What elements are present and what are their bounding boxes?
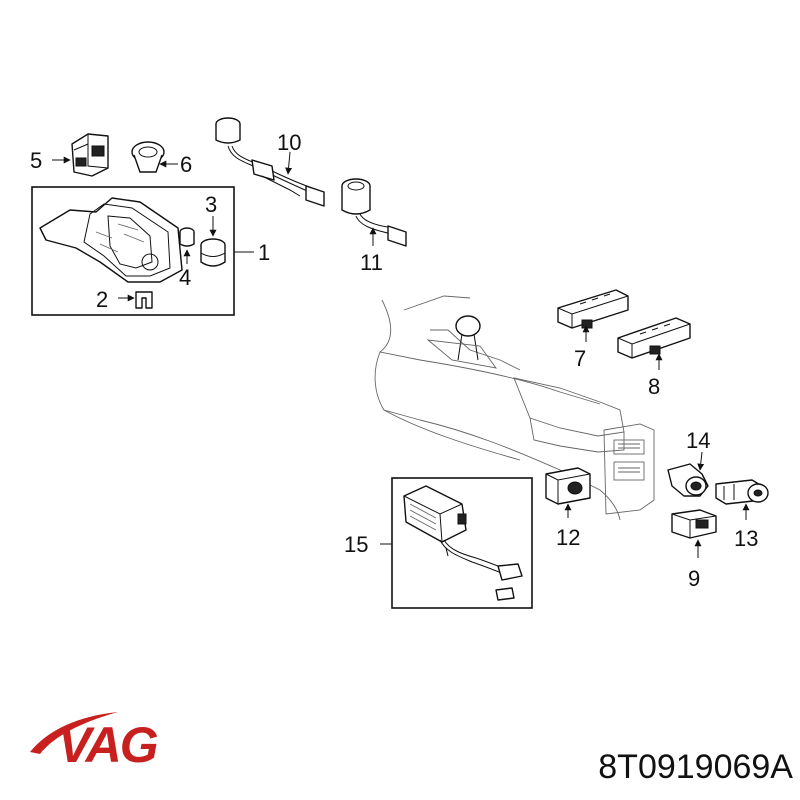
part-1-assembly-box [31, 186, 235, 316]
part-15-control-module [403, 485, 523, 601]
part-10-harness [215, 117, 325, 207]
callout-12: 12 [556, 525, 580, 550]
callout-15: 15 [344, 532, 368, 557]
callout-7: 7 [574, 346, 586, 371]
callout-13: 13 [734, 526, 758, 551]
callout-8: 8 [648, 374, 660, 399]
part-4-bushing [179, 227, 195, 247]
callout-11: 11 [360, 250, 383, 275]
part-15-box [391, 477, 533, 609]
part-number: 8T0919069A [598, 748, 793, 786]
callout-2: 2 [96, 287, 108, 312]
part-6-plug [131, 141, 165, 173]
vag-logo: VAG [30, 712, 160, 773]
callout-4: 4 [179, 265, 191, 290]
center-console [374, 295, 655, 521]
leader-10 [285, 151, 293, 175]
callout-10: 10 [277, 130, 301, 155]
part-7-switch-panel [557, 289, 629, 329]
callout-9: 9 [688, 566, 700, 591]
callout-1: 1 [258, 240, 270, 265]
callout-14: 14 [686, 428, 710, 453]
part-8-switch-panel [617, 317, 691, 359]
callout-6: 6 [180, 152, 192, 177]
part-3-knob [200, 238, 226, 267]
part-1-console-trim [39, 197, 183, 283]
logo-text: VAG [58, 717, 158, 773]
part-9-switch [671, 509, 717, 539]
callout-3: 3 [205, 192, 217, 217]
callout-5: 5 [30, 148, 42, 173]
part-13-socket [715, 479, 769, 505]
part-11-socket-harness [341, 178, 407, 247]
leader-14 [697, 451, 705, 471]
part-5-clip [71, 133, 109, 177]
part-12-socket-housing [545, 467, 591, 505]
part-2-bracket [135, 291, 153, 309]
part-14-socket [667, 463, 709, 497]
logo-swoosh [30, 712, 118, 754]
